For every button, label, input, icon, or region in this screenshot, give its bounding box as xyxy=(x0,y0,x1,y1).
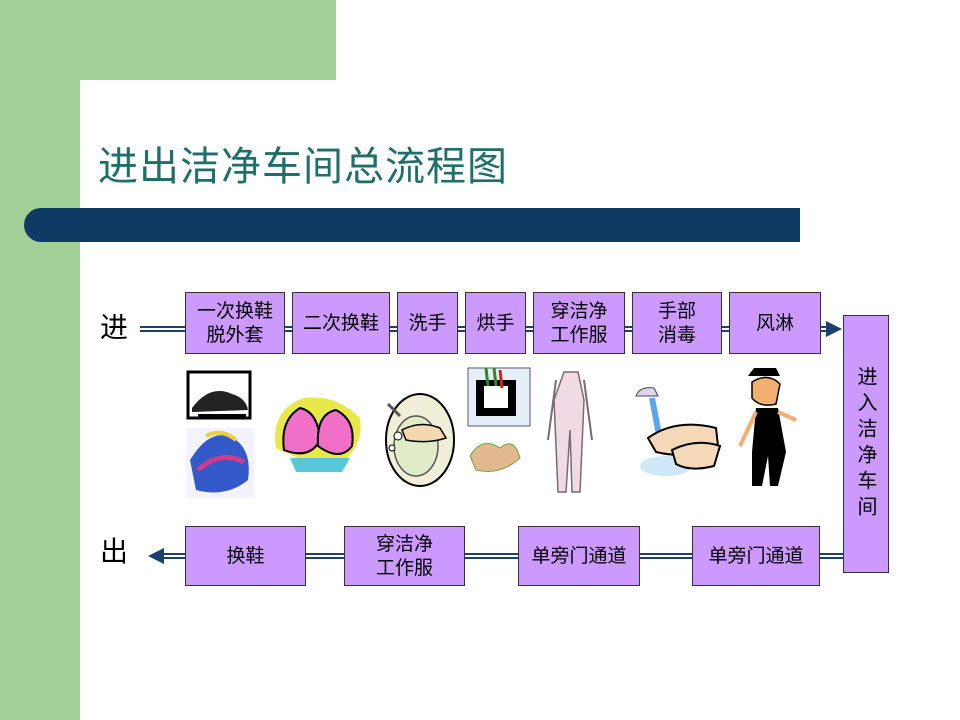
left-green-panel xyxy=(0,0,80,720)
step-first-shoe-change: 一次换鞋 脱外套 xyxy=(185,292,285,354)
slide-title: 进出洁净车间总流程图 xyxy=(98,144,508,190)
slippers-icon xyxy=(275,397,361,472)
title-underline-bar xyxy=(24,208,800,242)
bottom-arrow-head xyxy=(148,548,164,564)
exit-change-shoes: 换鞋 xyxy=(185,526,306,586)
exit-wear-clean-suit: 穿洁净 工作服 xyxy=(344,526,465,586)
exit-side-door-1: 单旁门通道 xyxy=(692,526,820,586)
step-second-shoe-change: 二次换鞋 xyxy=(292,292,390,354)
step-hand-disinfection: 手部 消毒 xyxy=(632,292,722,354)
step-wash-hands: 洗手 xyxy=(397,292,458,354)
step-air-shower: 风淋 xyxy=(729,292,821,354)
hand-disinfection-icon xyxy=(635,387,722,476)
step-wear-clean-suit: 穿洁净 工作服 xyxy=(533,292,625,354)
jacket-icon xyxy=(186,428,254,498)
exit-side-door-2: 单旁门通道 xyxy=(518,526,640,586)
shoes-icon xyxy=(186,370,252,420)
step-dry-hands: 烘手 xyxy=(465,292,526,354)
air-shower-person-icon xyxy=(738,368,797,486)
enter-clean-workshop: 进入洁净车间 xyxy=(843,315,889,573)
top-green-panel xyxy=(0,0,336,80)
hand-dryer-icon xyxy=(467,367,531,472)
top-arrow-head xyxy=(826,321,842,337)
entry-label: 进 xyxy=(100,311,129,344)
exit-label: 出 xyxy=(100,535,129,568)
clean-suit-icon xyxy=(547,371,593,493)
hand-washing-icon xyxy=(385,393,455,487)
